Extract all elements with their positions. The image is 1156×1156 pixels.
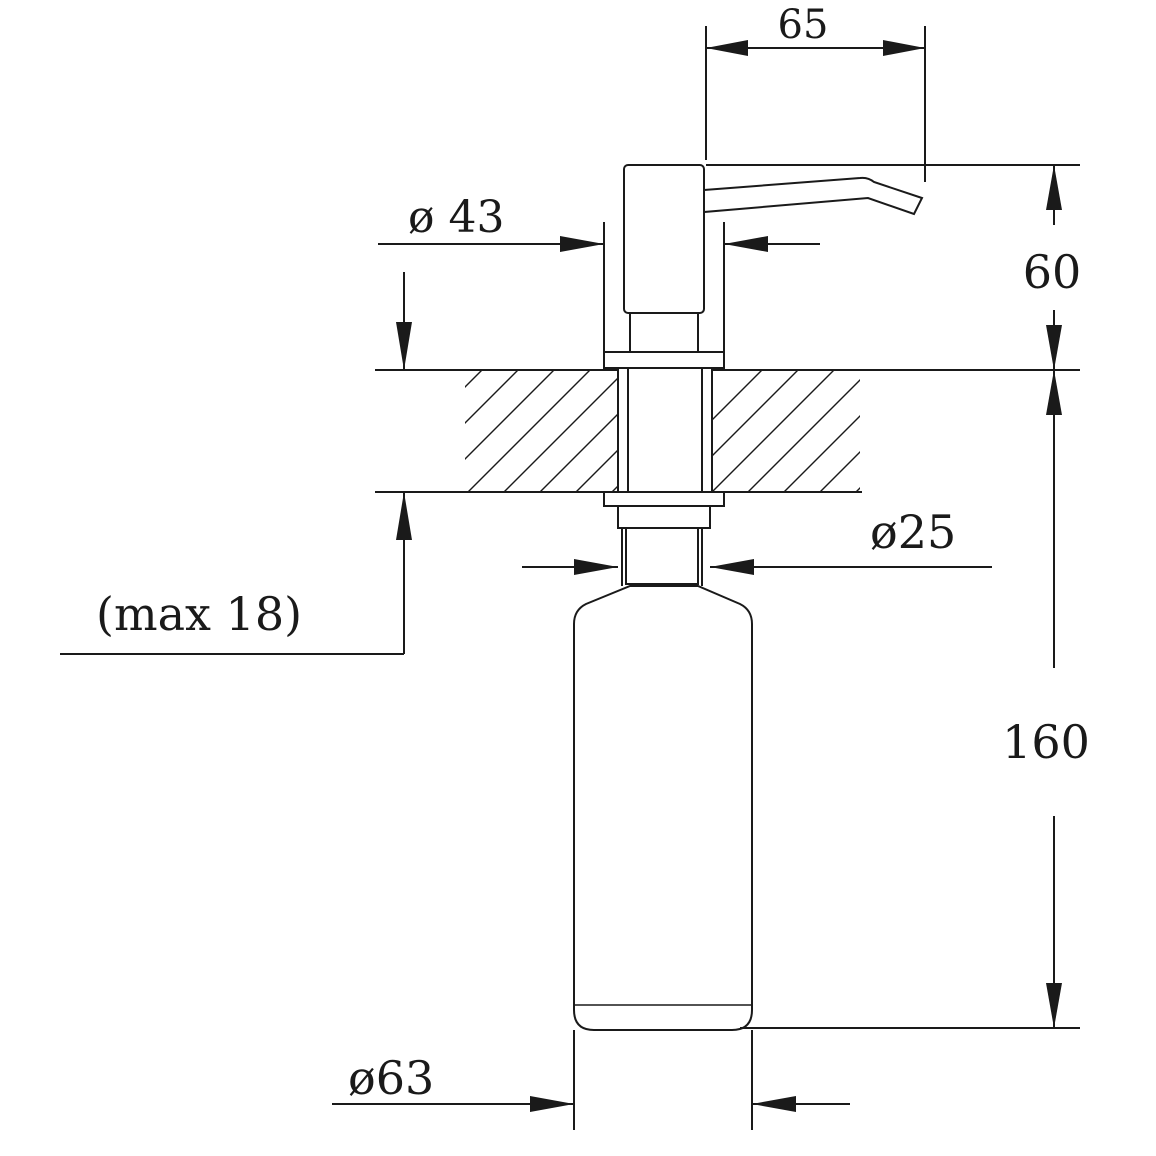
dimension-thread-diameter: ø25 (522, 505, 992, 575)
pump-head (623, 164, 705, 314)
dimension-bottle-height: 160 (740, 370, 1090, 1029)
pump-neck (629, 312, 699, 354)
bottle-connector (625, 527, 699, 585)
dim-label-head-height: 60 (1023, 245, 1082, 299)
dim-label-thread-diameter: ø25 (870, 505, 956, 559)
pump-spout (703, 176, 924, 216)
dimension-bottle-diameter: ø63 (332, 1030, 850, 1130)
countertop-hatch-right (712, 370, 860, 492)
dim-label-bottle-diameter: ø63 (348, 1051, 434, 1105)
dim-label-max-thickness: (max 18) (96, 587, 302, 641)
countertop-hatch-left (465, 370, 618, 492)
dispenser-assembly (573, 164, 924, 1031)
dimension-head-height: 60 (706, 164, 1082, 370)
threaded-shank (617, 367, 713, 495)
dim-label-head-diameter: ø 43 (408, 192, 504, 243)
dimension-head-diameter: ø 43 (378, 192, 820, 352)
dimension-max-thickness: (max 18) (60, 272, 412, 655)
nut-collar (617, 505, 711, 529)
dim-label-bottle-height: 160 (1002, 715, 1090, 769)
soap-bottle (573, 585, 753, 1031)
dim-label-spout-reach: 65 (778, 2, 829, 48)
countertop-section (375, 369, 1080, 493)
top-flange (603, 351, 725, 369)
dimension-spout-reach: 65 (705, 2, 926, 182)
mounting-nut (603, 491, 725, 507)
